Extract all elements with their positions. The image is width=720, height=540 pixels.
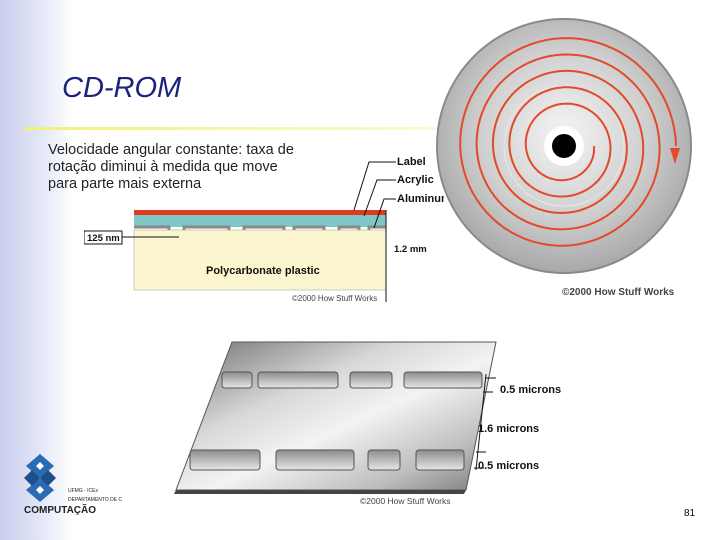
ufmg-dcc-logo: UFMG - ICEx DEPARTAMENTO DE CIÊNCIA DA C… <box>24 454 122 516</box>
polycarbonate-layer <box>133 229 387 291</box>
slide-title: CD-ROM <box>62 72 182 104</box>
track-pitch-label: 1.6 microns <box>478 423 539 435</box>
pit-width-label-top: 0.5 microns <box>500 384 561 396</box>
layer-label-label: Label <box>397 156 426 168</box>
cd-pits-diagram: 0.5 microns 1.6 microns 0.5 microns ©200… <box>174 341 561 506</box>
disc-center-hole <box>552 134 576 158</box>
disc-copyright: ©2000 How Stuff Works <box>562 287 675 298</box>
material-label: Polycarbonate plastic <box>206 265 320 277</box>
acrylic-layer <box>134 215 386 227</box>
slide-body-text: Velocidade angular constante: taxa de ro… <box>48 142 338 193</box>
pit <box>189 449 261 471</box>
pit <box>367 449 401 471</box>
acrylic-pointer <box>363 179 396 217</box>
metal-edge <box>174 490 466 494</box>
layer-label-acrylic: Acrylic <box>397 174 434 186</box>
logo-emblem-icon <box>24 454 56 502</box>
aluminum-pointer <box>373 198 396 229</box>
layer-diagram-copyright: ©2000 How Stuff Works <box>292 294 377 303</box>
pit <box>257 371 339 389</box>
body-line-1: Velocidade angular constante: taxa de <box>48 142 294 158</box>
cd-disc-image: ©2000 How Stuff Works <box>436 18 692 298</box>
pits-diagram-copyright: ©2000 How Stuff Works <box>360 496 451 506</box>
body-line-3: para parte mais externa <box>48 176 202 192</box>
spiral-track <box>459 37 677 247</box>
title-underline <box>24 127 444 130</box>
logo-line-3: COMPUTAÇÃO <box>24 503 96 516</box>
track-pitch-line <box>475 373 487 471</box>
pit <box>349 371 393 389</box>
left-gradient-band <box>0 0 72 540</box>
pit-width-label-bottom: 0.5 microns <box>478 460 539 472</box>
thickness-label: 125 nm <box>87 233 120 244</box>
disc-inner-ring <box>503 85 625 207</box>
body-line-2: rotação diminui à medida que move <box>48 159 278 175</box>
pit <box>221 371 253 389</box>
label-pointer <box>353 161 396 211</box>
label-layer <box>134 210 386 215</box>
spiral-arrow-icon <box>670 148 680 164</box>
depth-label: 1.2 mm <box>394 244 427 255</box>
layer-label-aluminum: Aluminum <box>397 193 444 205</box>
page-number: 81 <box>684 508 696 519</box>
pit <box>403 371 483 389</box>
logo-line-1: UFMG - ICEx <box>68 488 98 494</box>
pit <box>415 449 465 471</box>
logo-line-2: DEPARTAMENTO DE CIÊNCIA DA <box>68 495 122 503</box>
pit <box>275 449 355 471</box>
cd-layer-diagram: Polycarbonate plastic 125 nm 1.2 mm Labe… <box>84 156 444 303</box>
